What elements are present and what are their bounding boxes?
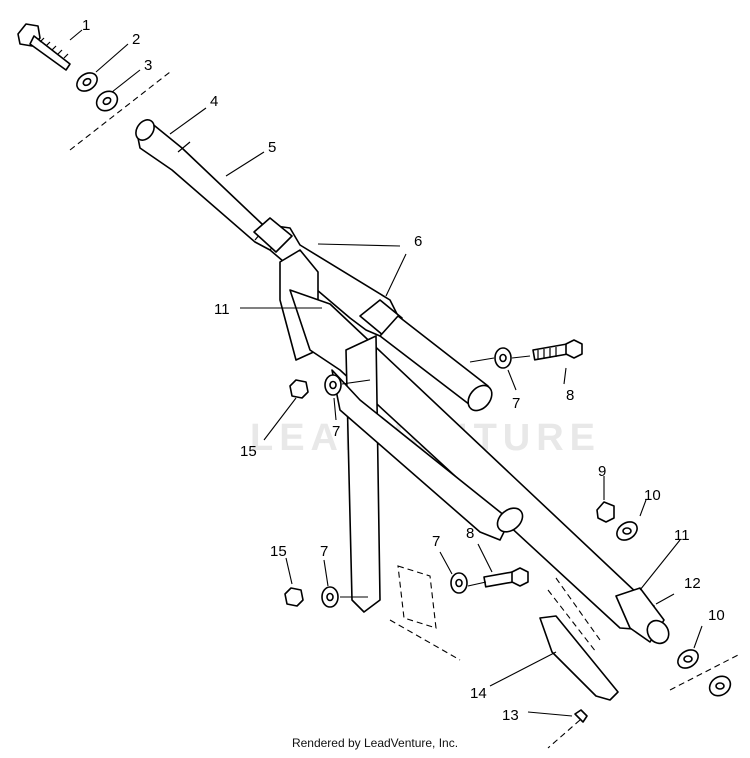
part-7-washer-upper-right: [494, 347, 512, 369]
part-7-washer-lower-mid: [450, 572, 468, 594]
callout-7-lower-mid: 7: [432, 533, 440, 550]
callout-8-upper: 8: [566, 387, 574, 404]
callout-7-lower-left: 7: [320, 543, 328, 560]
part-7-washer-left-upper: [324, 374, 342, 396]
callout-13: 13: [502, 707, 519, 724]
part-15-nut-upper: [289, 379, 309, 399]
callout-8-lower: 8: [466, 525, 474, 542]
crossbar-tube: [379, 315, 493, 412]
part-1-bolt: [17, 23, 71, 71]
part-8-bolt-upper: [532, 339, 583, 361]
part-10-washer-lower: [677, 649, 732, 697]
part-2-washer: [76, 72, 98, 92]
part-9-nut: [596, 501, 615, 523]
callout-7-left-upper: 7: [332, 423, 340, 440]
callout-15-upper: 15: [240, 443, 257, 460]
part-12-end-tube: [615, 587, 670, 645]
mount-plate: [397, 565, 437, 629]
callout-9: 9: [598, 463, 606, 480]
callout-3: 3: [144, 57, 152, 74]
part-3-washer: [95, 90, 119, 112]
leader-lines: [69, 29, 703, 717]
callout-6: 6: [414, 233, 422, 250]
callout-2: 2: [132, 31, 140, 48]
callout-10-upper: 10: [644, 487, 661, 504]
centerline-right: [669, 653, 741, 691]
centerline-top: [69, 71, 171, 151]
frame-leg: [279, 249, 655, 631]
callout-14: 14: [470, 685, 487, 702]
part-7-washer-lower-left: [321, 586, 339, 608]
callout-11-upper: 11: [214, 301, 230, 318]
callout-10-lower: 10: [708, 607, 725, 624]
callout-4: 4: [210, 93, 218, 110]
part-10-washer-upper: [616, 521, 638, 541]
part-15-nut-lower: [284, 587, 304, 607]
callout-7-right-upper: 7: [512, 395, 520, 412]
part-8-bolt-lower: [483, 567, 529, 588]
callout-5: 5: [268, 139, 276, 156]
callout-12: 12: [684, 575, 701, 592]
callout-15-lower: 15: [270, 543, 287, 560]
footer-credit: Rendered by LeadVenture, Inc.: [291, 736, 459, 750]
part-13-screw: [547, 709, 588, 749]
bracket-hidden-lines: [389, 577, 601, 661]
callout-11-lower: 11: [674, 527, 690, 544]
part-14-bracket: [539, 615, 619, 701]
callout-1: 1: [82, 17, 90, 34]
